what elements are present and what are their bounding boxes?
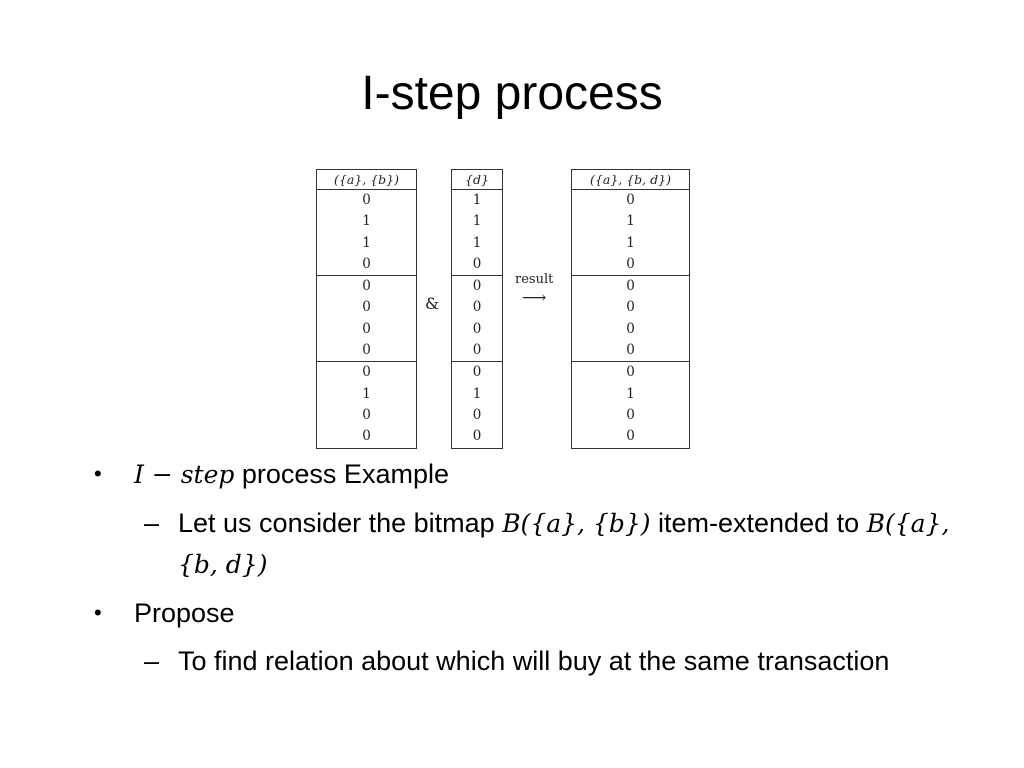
bitmap-group: 0 1 0 0 (452, 362, 502, 447)
math-expression: B({a}, {b}) (502, 509, 651, 538)
bitmap-cell: 1 (472, 234, 482, 251)
bitmap-cell: 0 (472, 428, 482, 445)
bitmap-cell: 0 (362, 255, 371, 272)
bitmap-group: 0 1 1 0 (317, 190, 416, 277)
bitmap-cell: 0 (626, 342, 635, 359)
result-arrow: ⟶ (522, 288, 547, 308)
sub-bullet-text: item-extended to (650, 508, 867, 538)
bullet-marker: • (94, 600, 102, 625)
bullet-marker: • (94, 461, 102, 486)
bitmap-group: 0 0 0 0 (317, 276, 416, 363)
bitmap-cell: 0 (626, 255, 635, 272)
bitmap-cell: 0 (472, 364, 482, 381)
bitmap-header: ({a}, {b}) (317, 170, 416, 190)
bitmap-left: ({a}, {b}) 0 1 1 0 0 0 0 0 0 1 0 0 (316, 169, 417, 449)
bitmap-group: 0 1 0 0 (572, 362, 689, 447)
bitmap-cell: 0 (626, 192, 635, 208)
bitmap-cell: 0 (626, 364, 635, 381)
bitmap-cell: 1 (626, 385, 635, 402)
bitmap-cell: 0 (472, 320, 482, 337)
bitmap-cell: 0 (362, 299, 371, 316)
sub-bullet-text: Let us consider the bitmap (178, 508, 503, 538)
sub-bullet-item: – Let us consider the bitmap B({a}, {b})… (92, 503, 972, 585)
bitmap-cell: 0 (362, 278, 371, 295)
bitmap-cell: 0 (472, 255, 482, 272)
bitmap-cell: 0 (626, 406, 635, 423)
bitmap-cell: 1 (626, 213, 635, 230)
bitmap-header: {d} (452, 170, 502, 190)
math-expression: I − step (134, 460, 235, 489)
bitmap-cell: 0 (626, 278, 635, 295)
sub-bullet-text: To find relation about which will buy at… (178, 646, 890, 676)
slide-title: I-step process (361, 67, 663, 120)
bitmap-cell: 0 (362, 192, 371, 208)
bitmap-cell: 1 (626, 234, 635, 251)
sub-bullet-item: – To find relation about which will buy … (92, 641, 972, 681)
bullet-item: • Propose (92, 593, 972, 633)
bitmap-cell: 0 (472, 299, 482, 316)
bitmap-cell: 0 (626, 428, 635, 445)
bitmap-group: 0 0 0 0 (572, 276, 689, 363)
bitmap-cell: 1 (472, 385, 482, 402)
bitmap-cell: 1 (362, 234, 371, 251)
bitmap-group: 0 0 0 0 (452, 276, 502, 363)
bitmap-right: ({a}, {b, d}) 0 1 1 0 0 0 0 0 0 1 0 0 (571, 169, 690, 449)
and-operator: & (425, 294, 440, 313)
bitmap-cell: 1 (472, 192, 482, 208)
bitmap-cell: 0 (362, 342, 371, 359)
bitmap-middle: {d} 1 1 1 0 0 0 0 0 0 1 0 0 (451, 169, 503, 449)
bitmap-cell: 1 (362, 385, 371, 402)
bitmap-cell: 0 (472, 406, 482, 423)
bitmap-cell: 0 (362, 320, 371, 337)
bullet-list: • I − step process Example – Let us cons… (92, 454, 972, 689)
bitmap-cell: 0 (626, 299, 635, 316)
bitmap-cell: 0 (362, 428, 371, 445)
sub-bullet-marker: – (144, 646, 160, 676)
bitmap-group: 0 1 0 0 (317, 362, 416, 447)
bullet-item: • I − step process Example (92, 454, 972, 495)
bitmap-cell: 1 (472, 213, 482, 230)
bitmap-group: 0 1 1 0 (572, 190, 689, 277)
bitmap-cell: 0 (362, 364, 371, 381)
sub-bullet-marker: – (144, 508, 160, 538)
bitmap-header: ({a}, {b, d}) (572, 170, 689, 190)
bullet-text: process Example (234, 459, 449, 489)
result-label: result (515, 272, 554, 287)
bitmap-cell: 0 (626, 320, 635, 337)
bullet-text: Propose (134, 598, 235, 628)
bitmap-cell: 1 (362, 213, 371, 230)
bitmap-group: 1 1 1 0 (452, 190, 502, 277)
math-expression: B({a}, {b, d}) (178, 509, 950, 579)
bitmap-cell: 0 (362, 406, 371, 423)
bitmap-cell: 0 (472, 342, 482, 359)
bitmap-cell: 0 (472, 278, 482, 295)
